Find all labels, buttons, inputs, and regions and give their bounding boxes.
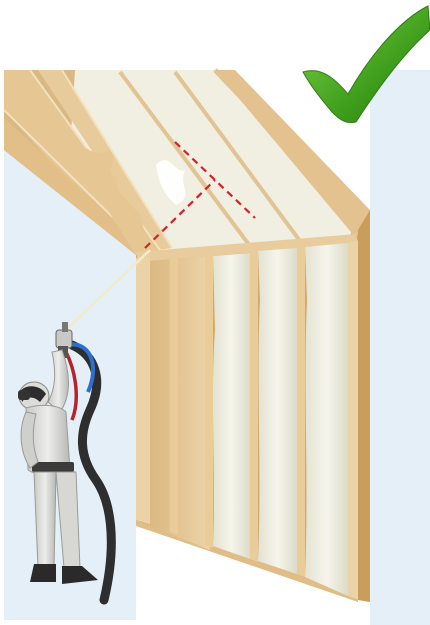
spray-guide-lines — [144, 141, 256, 249]
roof-slope — [3, 68, 370, 255]
check-mark-icon — [302, 5, 430, 123]
worker-figure — [18, 322, 116, 605]
insulated-wall — [136, 210, 370, 602]
spray-stream — [67, 249, 151, 329]
right-background-panel — [370, 70, 430, 625]
